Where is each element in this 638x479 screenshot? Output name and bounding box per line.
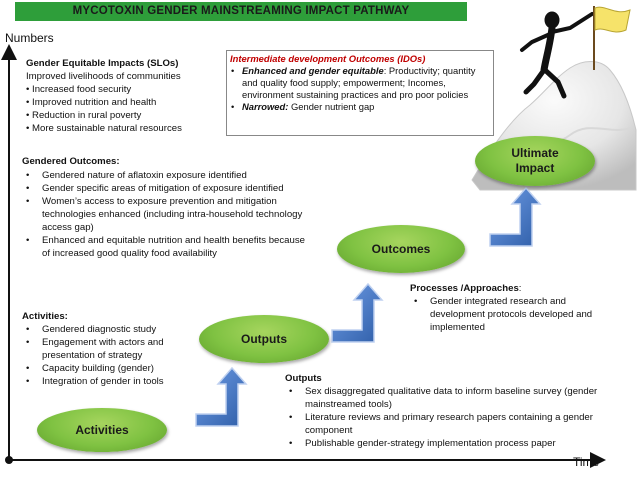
slo-title: Gender Equitable Impacts (SLOs): [26, 58, 179, 69]
outputs-title: Outputs: [285, 373, 322, 384]
output-item: Sex disaggregated qualitative data to in…: [285, 385, 615, 411]
activities-title: Activities:: [22, 311, 68, 322]
flag-icon: [593, 6, 631, 70]
up-right-arrow-icon: [195, 367, 247, 427]
processes-title: Processes /Approaches: [410, 283, 519, 294]
slo-item: • Reduction in rural poverty: [26, 110, 142, 121]
stage-outcomes-label: Outcomes: [371, 241, 431, 256]
up-right-arrow-icon: [331, 283, 383, 343]
gendered-outcome-item: Gendered nature of aflatoxin exposure id…: [22, 169, 312, 182]
processes-heading: Processes /Approaches:: [410, 282, 620, 295]
gendered-outcome-item: Enhanced and equitable nutrition and hea…: [22, 234, 312, 260]
stage-impact-label-line2: Impact: [515, 161, 555, 175]
activity-item: Integration of gender in tools: [22, 375, 202, 388]
ido-item: Enhanced and gender equitable: Productiv…: [230, 65, 490, 101]
ido-item-text: : Productivity; quantity and quality foo…: [242, 65, 476, 100]
activities-section: Activities: Gendered diagnostic study En…: [22, 310, 202, 388]
gendered-outcomes-section: Gendered Outcomes: Gendered nature of af…: [22, 155, 312, 260]
x-axis-label: Time: [573, 455, 600, 469]
stage-ultimate-impact: Ultimate Impact: [475, 136, 595, 186]
slo-item: Improved livelihoods of communities: [26, 71, 181, 82]
stage-activities-label: Activities: [75, 422, 129, 437]
up-right-arrow-icon: [489, 187, 541, 247]
activity-item: Gendered diagnostic study: [22, 323, 202, 336]
ido-item-text: Gender nutrient gap: [288, 101, 375, 112]
output-item: Literature reviews and primary research …: [285, 411, 615, 437]
gendered-outcomes-title: Gendered Outcomes:: [22, 156, 120, 167]
process-item: Gender integrated research and developme…: [410, 295, 620, 334]
processes-title-suffix: :: [518, 283, 522, 294]
stage-activities: Activities: [37, 408, 167, 452]
activity-item: Engagement with actors and presentation …: [22, 336, 202, 362]
slo-item: • More sustainable natural resources: [26, 123, 182, 134]
activity-item: Capacity building (gender): [22, 362, 202, 375]
diagram-title: MYCOTOXIN GENDER MAINSTREAMING IMPACT PA…: [72, 5, 410, 17]
ido-item-bold: Narrowed:: [242, 101, 289, 112]
stage-impact-label-line1: Ultimate: [511, 146, 559, 160]
stick-figure-icon: [520, 11, 594, 99]
slo-item: • Increased food security: [26, 84, 132, 95]
ido-item: Narrowed: Gender nutrient gap: [230, 101, 490, 113]
slo-section: Gender Equitable Impacts (SLOs) Improved…: [26, 57, 226, 135]
diagram-title-banner: MYCOTOXIN GENDER MAINSTREAMING IMPACT PA…: [15, 2, 467, 21]
gendered-outcome-item: Women’s access to exposure prevention an…: [22, 195, 312, 234]
ido-box: Intermediate development Outcomes (IDOs)…: [226, 50, 494, 136]
y-axis-label: Numbers: [5, 31, 54, 45]
gendered-outcome-item: Gender specific areas of mitigation of e…: [22, 182, 312, 195]
stage-outputs: Outputs: [199, 315, 329, 363]
ido-item-bold: Enhanced and gender equitable: [242, 65, 384, 76]
stage-outcomes: Outcomes: [337, 225, 465, 273]
slo-item: • Improved nutrition and health: [26, 97, 157, 108]
stage-outputs-label: Outputs: [241, 331, 287, 346]
outputs-section: Outputs Sex disaggregated qualitative da…: [285, 372, 615, 450]
ido-title: Intermediate development Outcomes (IDOs): [230, 53, 426, 64]
axis-origin-dot: [5, 456, 13, 464]
output-item: Publishable gender-strategy implementati…: [285, 437, 615, 450]
processes-section: Processes /Approaches: Gender integrated…: [410, 282, 620, 334]
